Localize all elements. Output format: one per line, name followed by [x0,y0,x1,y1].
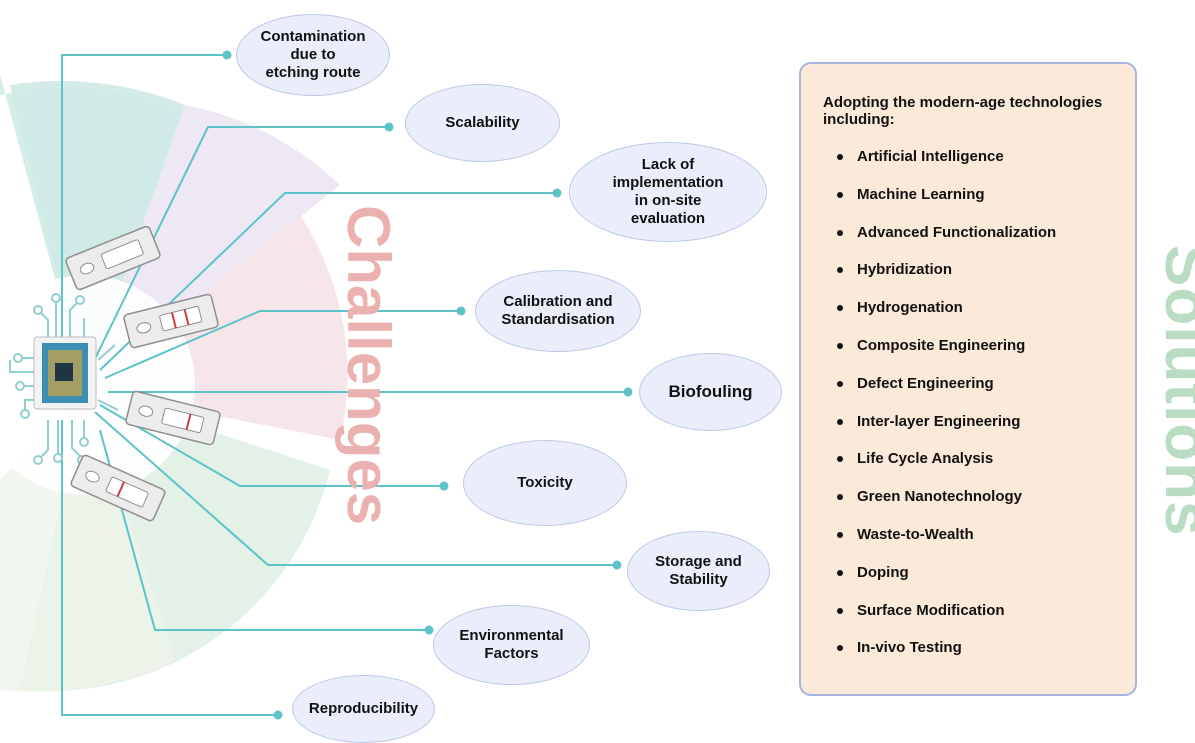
challenge-reproducibility: Reproducibility [292,675,435,743]
test-strip-2 [123,293,219,349]
challenge-lack-of-implementation: Lack of implementation in on-site evalua… [569,142,767,242]
test-strip-3 [125,390,221,446]
solutions-intro: Adopting the modern-age technologies inc… [823,94,1103,128]
bullet-icon [837,229,843,236]
test-strip-1 [65,225,161,291]
connector-lines [61,54,628,716]
list-item: Life Cycle Analysis [835,448,1056,486]
list-item: Composite Engineering [835,335,1056,373]
list-item: Green Nanotechnology [835,486,1056,524]
solutions-panel: Adopting the modern-age technologies inc… [799,62,1137,696]
bullet-icon [837,494,843,501]
connector-dots [222,50,633,720]
connector-contamination [61,54,227,370]
list-item: Hybridization [835,259,1056,297]
connector-reproducibility [61,420,278,716]
list-item: Inter-layer Engineering [835,411,1056,449]
challenge-biofouling: Biofouling [639,353,782,431]
circuit-nodes [13,293,89,465]
bullet-icon [837,418,843,425]
list-item: Doping [835,562,1056,600]
challenge-calibration: Calibration and Standardisation [475,270,641,352]
connector-storage [94,411,617,566]
list-item: Waste-to-Wealth [835,524,1056,562]
bullet-icon [837,645,843,652]
bullet-icon [837,531,843,538]
challenge-scalability: Scalability [405,84,560,162]
challenges-heading: Challenges [335,205,402,526]
bullet-icon [837,305,843,312]
test-strip-4 [70,454,166,522]
solutions-list: Artificial Intelligence Machine Learning… [835,146,1056,675]
challenge-contamination: Contamination due to etching route [236,14,390,96]
bullet-icon [837,267,843,274]
list-item: Hydrogenation [835,297,1056,335]
challenge-environmental: Environmental Factors [433,605,590,685]
connector-toxicity [99,404,444,487]
list-item: Machine Learning [835,184,1056,222]
bullet-icon [837,342,843,349]
connector-scalability [91,126,389,366]
list-item: Defect Engineering [835,373,1056,411]
bullet-icon [837,607,843,614]
bullet-icon [837,154,843,160]
bullet-icon [837,380,843,387]
list-item: Surface Modification [835,600,1056,638]
challenge-storage: Storage and Stability [627,531,770,611]
list-item: In-vivo Testing [835,637,1056,675]
connector-calibration [104,310,461,379]
bullet-icon [837,191,843,198]
list-item: Advanced Functionalization [835,222,1056,260]
chip-die [55,363,73,381]
list-item: Artificial Intelligence [835,146,1056,184]
teal-sector [10,80,185,390]
bullet-icon [837,456,843,463]
solutions-heading: Solutions [1152,245,1195,537]
challenge-toxicity: Toxicity [463,440,627,526]
bullet-icon [837,569,843,576]
